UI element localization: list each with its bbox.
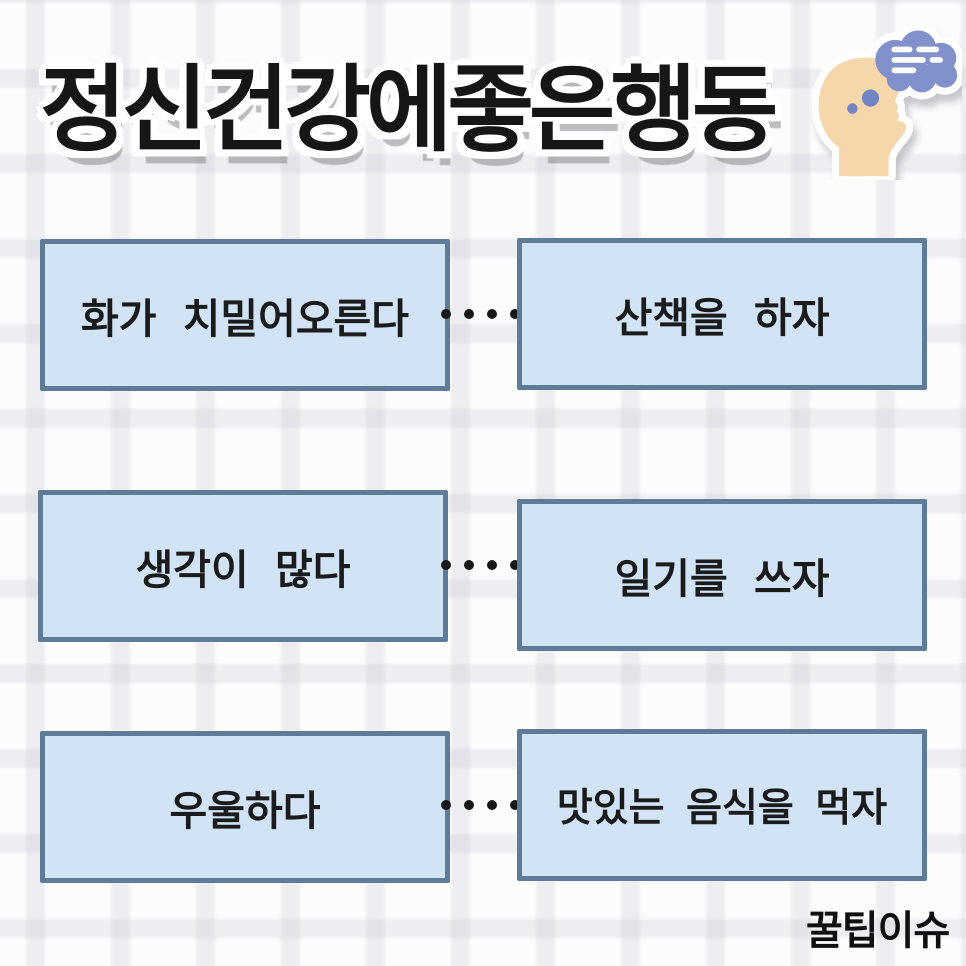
dotted-connector-1 [441,309,520,319]
feeling-box-many-thoughts: 생각이 많다 [38,490,448,642]
connector-dot [487,560,497,570]
head-thought-cloud-icon [800,18,965,184]
connector-dot [510,800,520,810]
dotted-connector-2 [441,560,520,570]
watermark-brand: 꿀팁이슈 [806,908,950,954]
connector-dot [441,560,451,570]
connector-dot [510,309,520,319]
connector-dot [441,309,451,319]
connector-dot [464,560,474,570]
head-dots [847,89,880,114]
action-box-tasty-food: 맛있는 음식을 먹자 [517,729,927,881]
action-box-walk: 산책을 하자 [517,238,927,390]
connector-dot [464,309,474,319]
dotted-connector-3 [441,800,520,810]
feeling-box-depressed: 우울하다 [40,731,450,883]
connector-dot [510,560,520,570]
connector-dot [487,800,497,810]
connector-dot [441,800,451,810]
connector-dot [487,309,497,319]
connector-dot [464,800,474,810]
feeling-box-anger: 화가 치밀어오른다 [40,239,450,391]
face-profile [818,57,907,177]
page-title: 정신건강에좋은행동 [40,56,778,165]
cloud-text-lines [891,46,943,74]
action-box-diary: 일기를 쓰자 [517,499,927,651]
